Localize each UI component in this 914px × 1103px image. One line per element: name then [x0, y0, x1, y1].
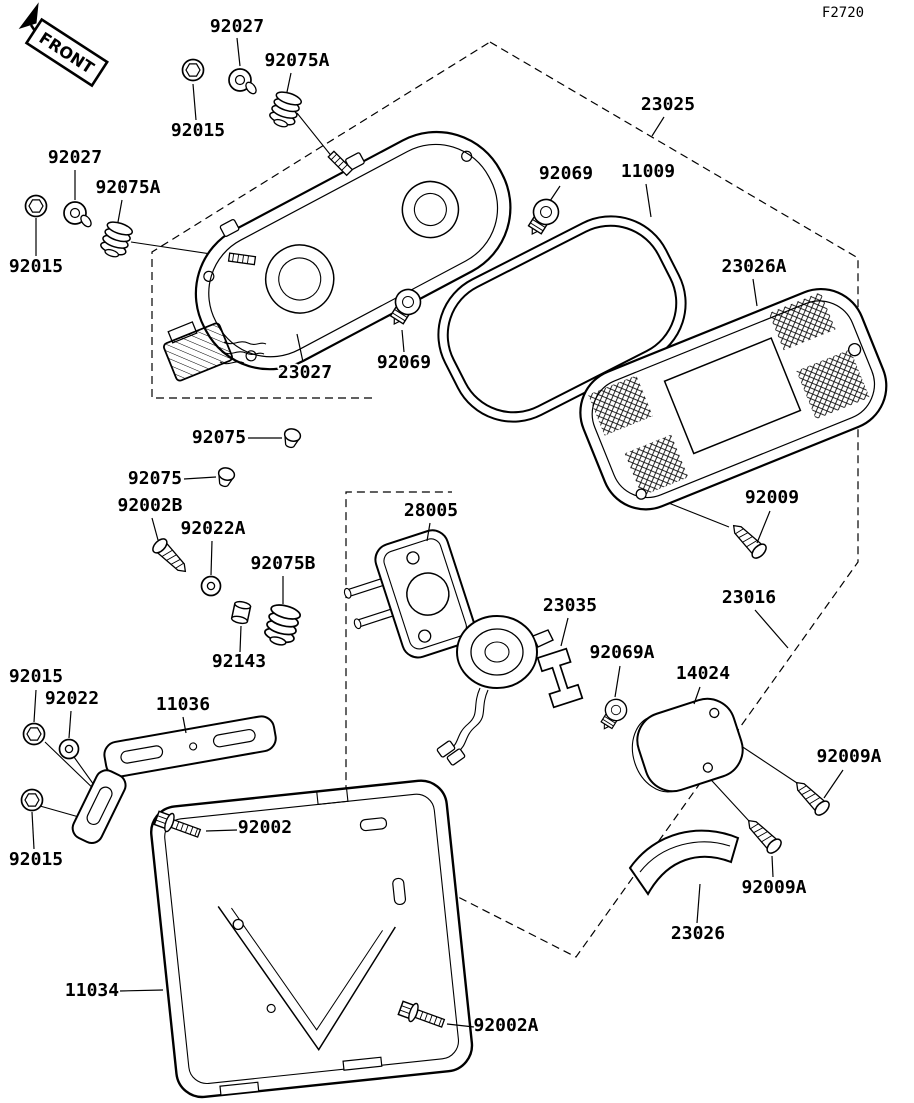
leader-92022A — [210, 540, 213, 576]
leader-92015-4 — [31, 811, 35, 850]
leader-92069-mid — [401, 329, 405, 353]
washer-92022A — [200, 575, 222, 597]
part-label-14024: 14024 — [676, 663, 730, 684]
leader-23027 — [296, 333, 304, 363]
part-label-92015-top: 92015 — [171, 120, 225, 141]
part-label-23025: 23025 — [641, 94, 695, 115]
leader-92143 — [239, 625, 242, 653]
taillight-lens — [579, 287, 888, 511]
nut-92015-top — [181, 58, 205, 82]
leader-92069A — [614, 665, 621, 698]
reflector-cover-23026 — [628, 829, 740, 896]
leader-92002 — [205, 829, 238, 832]
leader-92002B — [151, 517, 159, 541]
part-label-23016: 23016 — [722, 587, 776, 608]
part-label-23027: 23027 — [278, 362, 332, 383]
part-label-23026: 23026 — [671, 923, 725, 944]
leader-92015-top — [192, 83, 197, 121]
leader-92022 — [68, 710, 72, 739]
license-plate-bracket-11034 — [150, 779, 474, 1099]
leader-92027-top — [236, 37, 241, 67]
part-label-92015-left: 92015 — [9, 256, 63, 277]
wiring-connector — [162, 321, 234, 382]
part-label-92069-mid: 92069 — [377, 352, 431, 373]
part-label-92002A: 92002A — [473, 1015, 538, 1036]
part-label-92009A-2: 92009A — [741, 877, 806, 898]
dashed-boundary-main — [345, 41, 859, 958]
leader-92009A-1 — [823, 769, 844, 799]
leader-92075A-top — [286, 72, 292, 93]
figure-code: F2720 — [822, 5, 864, 21]
part-label-23026A: 23026A — [721, 256, 786, 277]
part-label-92022: 92022 — [45, 688, 99, 709]
plate-bracket-11036 — [71, 715, 277, 845]
part-label-11034: 11034 — [65, 980, 119, 1001]
part-label-92075-1: 92075 — [192, 427, 246, 448]
leader-11036 — [182, 716, 187, 734]
part-label-11036: 11036 — [156, 694, 210, 715]
part-label-92015-3: 92015 — [9, 666, 63, 687]
part-label-92143: 92143 — [212, 651, 266, 672]
nut-92015-lower2 — [20, 788, 44, 812]
leader-92075-2 — [183, 476, 217, 480]
part-label-92002: 92002 — [238, 817, 292, 838]
part-label-92015-4: 92015 — [9, 849, 63, 870]
part-label-92075A-top: 92075A — [264, 50, 329, 71]
nut-92015-left — [24, 194, 48, 218]
leader-92002A — [446, 1023, 475, 1028]
leader-23026 — [696, 883, 701, 924]
leader-23035 — [560, 617, 569, 647]
leader-23016 — [754, 609, 789, 649]
dashed-boundary-upper-left — [151, 41, 491, 399]
wiring-harness — [219, 341, 267, 365]
leader-92015-3 — [33, 689, 37, 723]
washer-92022 — [58, 738, 80, 760]
lamp-clamp-23035 — [536, 647, 584, 709]
leader-11009 — [645, 183, 652, 218]
part-label-92002B: 92002B — [117, 495, 182, 516]
part-label-92075A-left: 92075A — [95, 177, 160, 198]
leader-92075A-left — [117, 199, 123, 223]
leader-23026A — [752, 278, 758, 307]
front-arrow-icon — [18, 2, 39, 29]
reflector-body-14024 — [631, 697, 744, 793]
part-label-92069-right: 92069 — [539, 163, 593, 184]
leader-92069-right — [549, 185, 561, 202]
part-label-28005: 28005 — [404, 500, 458, 521]
bulb-socket — [436, 615, 554, 766]
leader-28005 — [426, 522, 431, 542]
part-label-92069A: 92069A — [589, 642, 654, 663]
part-label-92075-2: 92075 — [128, 468, 182, 489]
part-label-92022A: 92022A — [180, 518, 245, 539]
part-label-92075B: 92075B — [250, 553, 315, 574]
part-label-23035: 23035 — [543, 595, 597, 616]
part-label-92027-top: 92027 — [210, 16, 264, 37]
leader-14024 — [693, 686, 701, 705]
part-label-92009: 92009 — [745, 487, 799, 508]
leader-92009 — [756, 510, 771, 544]
nut-92015-lower1 — [22, 722, 46, 746]
leader-92009A-2 — [771, 855, 774, 878]
part-label-92027-left: 92027 — [48, 147, 102, 168]
part-label-11009: 11009 — [621, 161, 675, 182]
part-label-92009A-1: 92009A — [816, 746, 881, 767]
leader-lines — [31, 37, 844, 1028]
leader-23025 — [651, 116, 665, 137]
leader-11034 — [119, 989, 164, 992]
collar-92143 — [230, 600, 252, 625]
mount-plate-28005 — [343, 529, 476, 659]
